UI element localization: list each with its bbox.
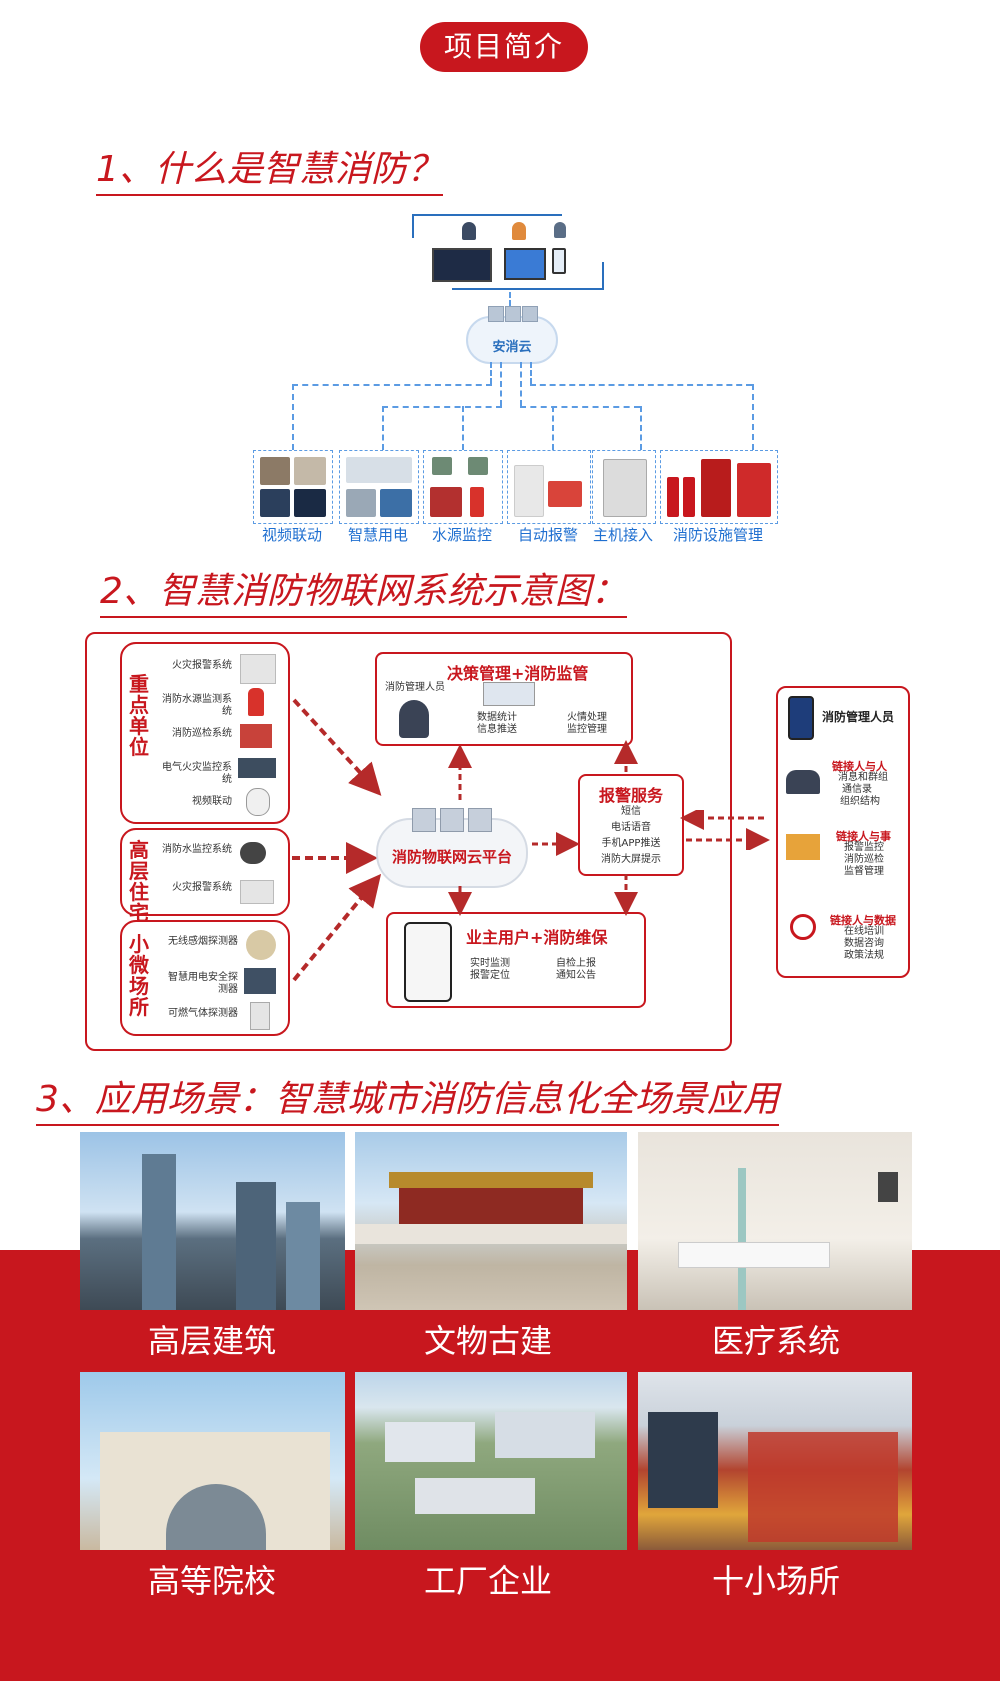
scene-photo-shop [638,1372,912,1550]
category-host [592,450,656,524]
group-highrise: 高层住宅 消防水监控系统 火灾报警系统 [120,828,290,924]
alarm-panel-icon [240,654,276,684]
owner-title: 业主用户+消防维保 [466,928,608,947]
group-small-venues: 小微场所 无线感烟探测器 智慧用电安全探测器 可燃气体探测器 [120,920,290,1036]
client-devices [412,214,604,290]
decision-person: 消防管理人员 [385,682,445,693]
right-panel: 消防管理人员 链接人与人 消息和群组 通信录 组织结构 链接人与事 报警监控 消… [776,686,910,978]
camera-icon [246,788,270,816]
category-power [339,450,419,524]
category-facility [660,450,778,524]
scene-label: 医疗系统 [711,1322,840,1360]
server-icon [488,306,504,322]
section3-title: 3、应用场景：智慧城市消防信息化全场景应用 [36,1070,779,1126]
manager-avatar [399,700,429,738]
category-video [253,450,333,524]
alarm-title: 报警服务 [598,786,663,805]
cloud-label: 安消云 [492,340,532,355]
water-monitor-icon [240,842,266,864]
right-arrows [680,810,770,850]
decision-title: 决策管理+消防监管 [447,664,589,683]
scene-label: 高等院校 [147,1562,276,1600]
group-label: 小微场所 [129,932,149,1019]
server-icon [440,808,464,832]
category-label: 水源监控 [431,526,492,544]
gas-detector-icon [250,1002,270,1030]
scene-label: 工厂企业 [423,1562,552,1600]
category-label: 消防设施管理 [672,526,763,544]
category-water [423,450,503,524]
iot-cloud-platform: 消防物联网云平台 [376,808,528,888]
category-label: 自动报警 [517,526,578,544]
scene-photo-university [80,1372,345,1550]
category-label: 视频联动 [261,526,322,544]
target-icon [790,914,816,940]
phone-app-icon [404,922,452,1002]
electric-monitor-icon [238,758,276,778]
category-label: 主机接入 [592,526,653,544]
category-label: 智慧用电 [347,526,408,544]
inspection-icon [240,724,272,748]
right-panel-title: 消防管理人员 [822,710,895,724]
group-label: 高层住宅 [129,838,149,925]
chart-people-icon [786,834,820,860]
scene-label: 高层建筑 [147,1322,276,1360]
scene-photo-ancient [355,1132,627,1310]
alarm-panel-icon [240,880,274,904]
user-icon [554,222,566,238]
internal-arrows [448,740,638,916]
scene-photo-factory [355,1372,627,1550]
scene-photo-highrise [80,1132,345,1310]
phone-icon [552,248,566,274]
devices-icon [483,682,535,706]
user-icon [462,222,476,240]
scene-label: 文物古建 [423,1322,552,1360]
scene-photo-hospital [638,1132,912,1310]
server-icon [468,808,492,832]
section2-title: 2、智慧消防物联网系统示意图： [100,562,627,618]
smoke-detector-icon [246,930,276,960]
monitor-wall-icon [432,248,492,282]
phone-icon [788,696,814,740]
header-title: 项目简介 [420,22,588,72]
cloud-platform: 安消云 [466,306,558,364]
server-icon [412,808,436,832]
scene-label: 十小场所 [711,1562,840,1600]
server-icon [522,306,538,322]
section1-title: 1、什么是智慧消防？ [96,140,443,196]
user-icon [512,222,526,240]
group-key-units: 重点单位 火灾报警系统 消防水源监测系统 消防巡检系统 电气火灾监控系统 视频联… [120,642,290,824]
desktop-icon [504,248,546,280]
iot-cloud-label: 消防物联网云平台 [391,848,512,866]
group-label: 重点单位 [129,672,149,759]
power-detector-icon [244,968,276,994]
hydrant-icon [248,688,264,716]
server-icon [505,306,521,322]
group-arrows [292,698,382,982]
category-alarm [507,450,591,524]
people-icon [786,770,820,794]
decision-box: 决策管理+消防监管 消防管理人员 数据统计 信息推送 火情处理 监控管理 [375,652,633,746]
owner-box: 业主用户+消防维保 实时监测 报警定位 自检上报 通知公告 [386,912,646,1008]
